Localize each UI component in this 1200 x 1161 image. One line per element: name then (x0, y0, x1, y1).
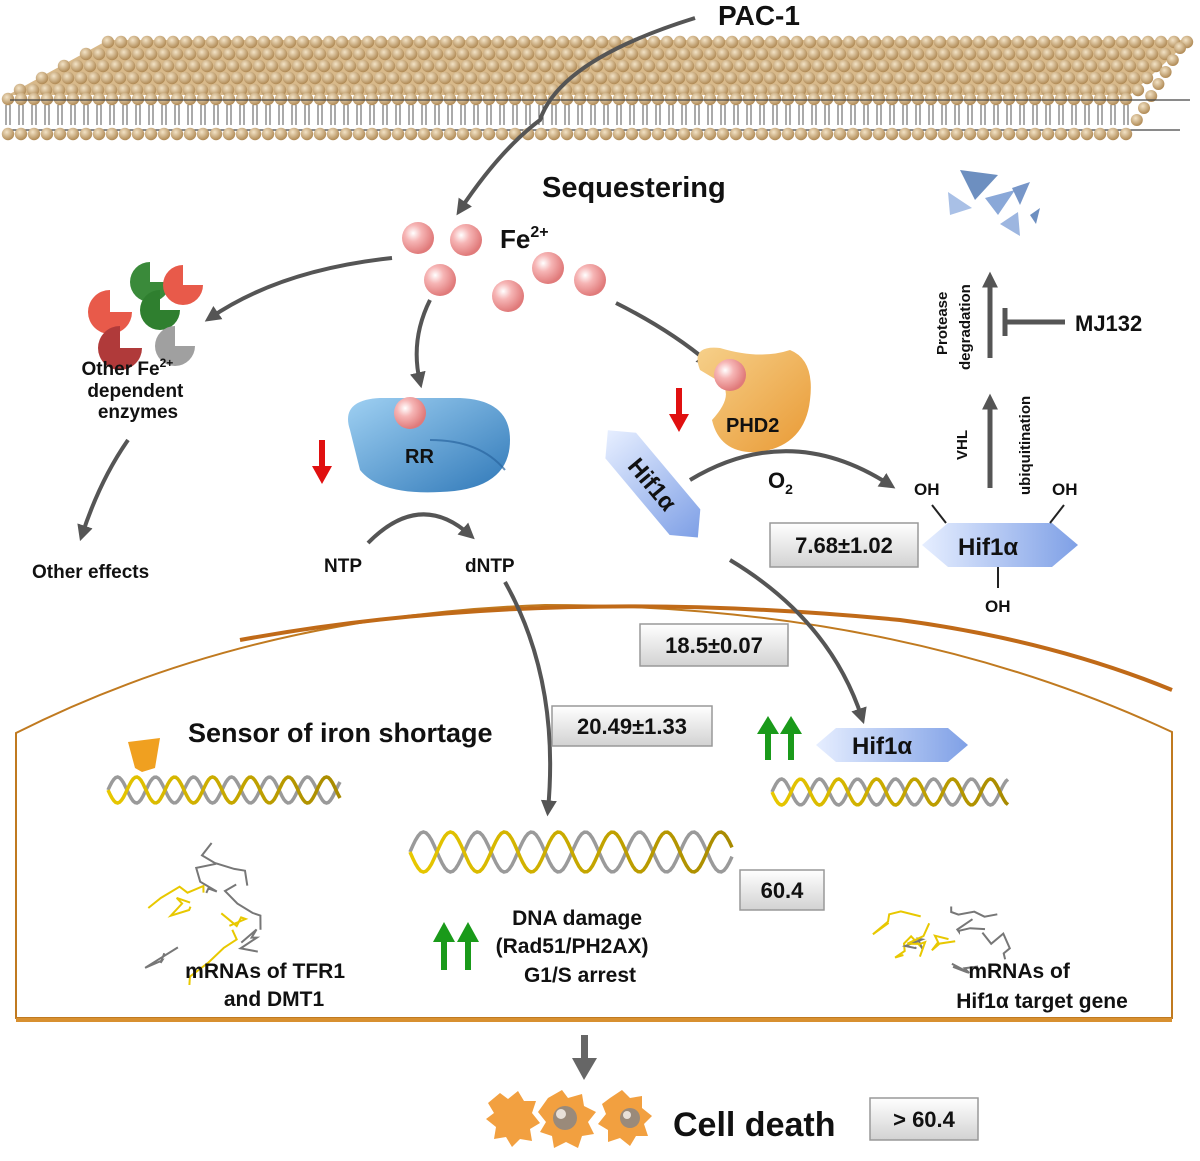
degradation-label: degradation (957, 284, 974, 370)
rr-down-arrow (312, 440, 332, 484)
fe-ion-cluster (402, 222, 606, 312)
phd2-down-arrow (669, 388, 689, 432)
oh-left-label: OH (914, 480, 940, 499)
arrow-fe-to-phd2 (615, 301, 713, 367)
value-box-cell-death: > 60.4 (869, 1097, 979, 1141)
hif1a-cytoplasm-shape: Hif1α (605, 430, 701, 538)
dna-damage-label: DNA damage (Rad51/PH2AX) G1/S arrest (496, 907, 655, 987)
fe-ion (450, 224, 482, 256)
membrane-lipid-heads-bottom (1, 127, 1133, 141)
dntp-label: dNTP (465, 556, 515, 577)
cell-death-down-arrow (572, 1035, 597, 1080)
nuclear-membrane-top (239, 604, 1173, 692)
arrow-hif-to-nucleus (728, 558, 867, 725)
vhl-label: VHL (954, 430, 971, 460)
fe-ion-bound-rr (394, 397, 426, 429)
protease-label: Protease (934, 292, 951, 355)
value-cell-death: > 60.4 (893, 1107, 956, 1132)
value-box-hif-hydroxylated: 7.68±1.02 (769, 522, 919, 568)
fe-ion (532, 252, 564, 284)
arrow-fe-to-enzymes (204, 256, 393, 322)
hif1a-nucleus-shape (816, 728, 968, 762)
fe-ion (492, 280, 524, 312)
hif1a-nucleus-up-arrows (757, 716, 802, 760)
arrow-hif-hydroxylation (688, 449, 896, 489)
fe-ion-bound-phd2 (714, 359, 746, 391)
membrane-lipid-tails (10, 99, 1190, 131)
fe-ion (574, 264, 606, 296)
ntp-label: NTP (324, 556, 362, 577)
value-box-nucleus-entry: 20.49±1.33 (551, 705, 713, 747)
arrow-fe-to-rr (409, 299, 432, 389)
mrna-tfr1-dmt1-icon (144, 842, 262, 986)
value-dna-damage: 60.4 (761, 878, 805, 903)
dying-cells-icon (486, 1090, 652, 1148)
pac1-entry-arrow (456, 16, 696, 216)
other-fe-enzymes-label: Other Fe2+ dependent enzymes (81, 351, 188, 423)
hif1a-nucleus-label: Hif1α (852, 733, 912, 760)
sensor-protein-icon (128, 738, 160, 772)
mrna-tfr1-label: mRNAs of TFR1 and DMT1 (185, 960, 351, 1011)
mj132-inhibition (1002, 308, 1065, 336)
rr-protein (348, 398, 510, 493)
oh-right-label: OH (1052, 480, 1078, 499)
hif1a-hydroxylated-label: Hif1α (958, 534, 1018, 561)
fe-ion (424, 264, 456, 296)
value-nucleus-entry: 20.49±1.33 (577, 714, 687, 739)
ubiquitination-label: ubiquitination (1017, 396, 1034, 495)
degradation-fragments-icon (948, 170, 1040, 236)
fe-ion (402, 222, 434, 254)
sequestering-label: Sequestering (542, 172, 726, 204)
pac1-label: PAC-1 (718, 0, 800, 31)
arrow-enzymes-to-effects (77, 438, 130, 542)
other-fe-enzymes-icon (88, 262, 203, 370)
mrna-hif-label: mRNAs of Hif1α target gene (956, 960, 1128, 1013)
o2-label: O2 (768, 468, 793, 497)
cell-membrane (1, 35, 1194, 141)
value-box-dna-damage: 60.4 (739, 869, 825, 911)
arrow-dntp-to-dna (503, 581, 557, 817)
dna-helix-hif (770, 777, 1010, 807)
phd2-label: PHD2 (726, 415, 779, 437)
mrna-hif1a-target-icon (872, 906, 1012, 974)
fe-label: Fe2+ (500, 224, 549, 254)
sensor-label: Sensor of iron shortage (188, 718, 493, 748)
rr-label: RR (405, 446, 434, 468)
hif1a-hydroxylated (922, 504, 1078, 588)
membrane-tails (5, 105, 1129, 125)
dna-damage-up-arrows (433, 922, 479, 970)
value-hif-cytoplasm: 18.5±0.07 (665, 633, 763, 658)
oh-bottom-label: OH (985, 597, 1011, 616)
value-box-hif-cytoplasm: 18.5±0.07 (639, 623, 789, 667)
value-hif-hydroxylated: 7.68±1.02 (795, 533, 893, 558)
dna-helix-sensor (106, 775, 342, 805)
cell-death-label: Cell death (673, 1106, 835, 1144)
membrane-lipid-heads-top (1, 35, 1194, 126)
mj132-label: MJ132 (1075, 311, 1142, 336)
arrow-ntp-to-dntp (366, 512, 475, 545)
other-effects-label: Other effects (32, 562, 149, 583)
dna-helix-main (408, 830, 734, 874)
